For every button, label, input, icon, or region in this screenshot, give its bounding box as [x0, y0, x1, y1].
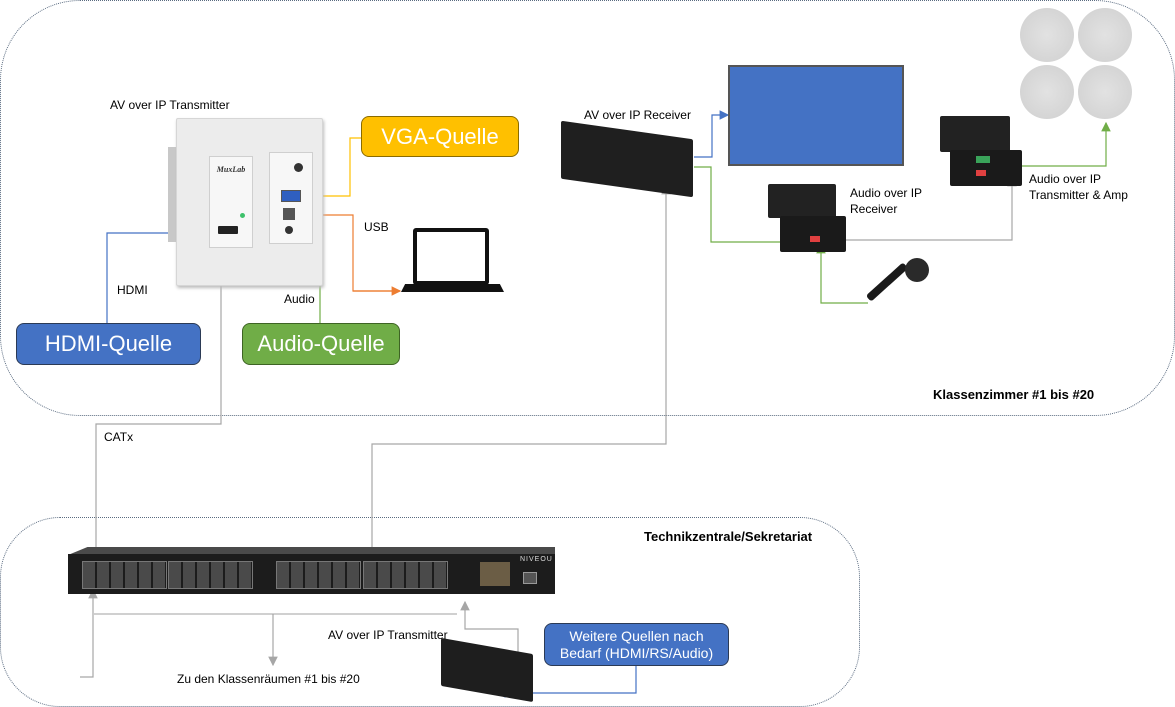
more-sources-line1: Weitere Quellen nach: [569, 627, 704, 644]
usb-port-icon: [283, 208, 295, 220]
network-switch-front: NIVEOU: [68, 554, 555, 594]
sfp-ports: [480, 562, 510, 586]
catx-connection-label: CATx: [104, 430, 134, 444]
ceiling-speaker-icon: [1078, 8, 1132, 62]
status-led-icon: [240, 213, 245, 218]
to-classrooms-label: Zu den Klassenräumen #1 bis #20: [177, 672, 360, 686]
laptop-icon: [413, 228, 489, 285]
hdmi-source: HDMI-Quelle: [16, 323, 201, 365]
port-bank-2: [168, 561, 253, 589]
button-icon: [294, 163, 303, 172]
hdmi-port-icon: [218, 226, 238, 234]
tech-center-zone: [0, 517, 860, 707]
tech-zone-title: Technikzentrale/Sekretariat: [644, 529, 813, 544]
dip-switch-icon: [810, 236, 820, 242]
vga-port-icon: [281, 190, 301, 202]
audio-jack-icon: [285, 226, 293, 234]
amp-label-2: Transmitter & Amp: [1029, 188, 1128, 202]
audio-connection-label: Audio: [284, 292, 315, 306]
switch-brand: NIVEOU: [520, 556, 553, 563]
network-switch: [68, 547, 555, 555]
amp-label-1: Audio over IP: [1029, 172, 1102, 186]
wall-transmitter-label: AV over IP Transmitter: [110, 98, 230, 112]
ceiling-speaker-icon: [1020, 8, 1074, 62]
audio-transmitter-amp-device-lower: [950, 150, 1022, 186]
hdmi-connection-label: HDMI: [117, 283, 148, 297]
audio-receiver-device-lower: [780, 216, 846, 252]
ceiling-speaker-icon: [1078, 65, 1132, 119]
vga-source: VGA-Quelle: [361, 116, 519, 157]
classroom-zone-title: Klassenzimmer #1 bis #20: [933, 387, 1095, 402]
display-screen: [728, 65, 904, 166]
audio-receiver-device: [768, 184, 836, 218]
av-receiver-label: AV over IP Receiver: [584, 108, 691, 122]
hdmi-module: MuxLab: [209, 156, 253, 248]
terminal-icon: [976, 156, 990, 163]
more-sources: Weitere Quellen nach Bedarf (HDMI/RS/Aud…: [544, 623, 729, 666]
tech-transmitter-label: AV over IP Transmitter: [328, 628, 448, 642]
microphone-head-icon: [905, 258, 929, 282]
ceiling-speaker-icon: [1020, 65, 1074, 119]
port-bank-1: [82, 561, 167, 589]
usb-connection-label: USB: [364, 220, 389, 234]
port-bank-4: [363, 561, 448, 589]
laptop-base-icon: [401, 284, 504, 292]
console-port-icon: [523, 572, 537, 584]
wall-plate-brand: MuxLab: [216, 165, 246, 174]
audio-receiver-label-1: Audio over IP: [850, 186, 923, 200]
port-bank-3: [276, 561, 361, 589]
more-sources-line2: Bedarf (HDMI/RS/Audio): [559, 644, 714, 661]
audio-source: Audio-Quelle: [242, 323, 400, 365]
audio-transmitter-amp-device: [940, 116, 1010, 152]
io-module: [269, 152, 313, 244]
audio-receiver-label-2: Receiver: [850, 202, 898, 216]
dip-switch-icon: [976, 170, 986, 176]
wall-plate-transmitter-body: MuxLab: [176, 118, 323, 286]
wall-plate-transmitter: [168, 147, 178, 242]
